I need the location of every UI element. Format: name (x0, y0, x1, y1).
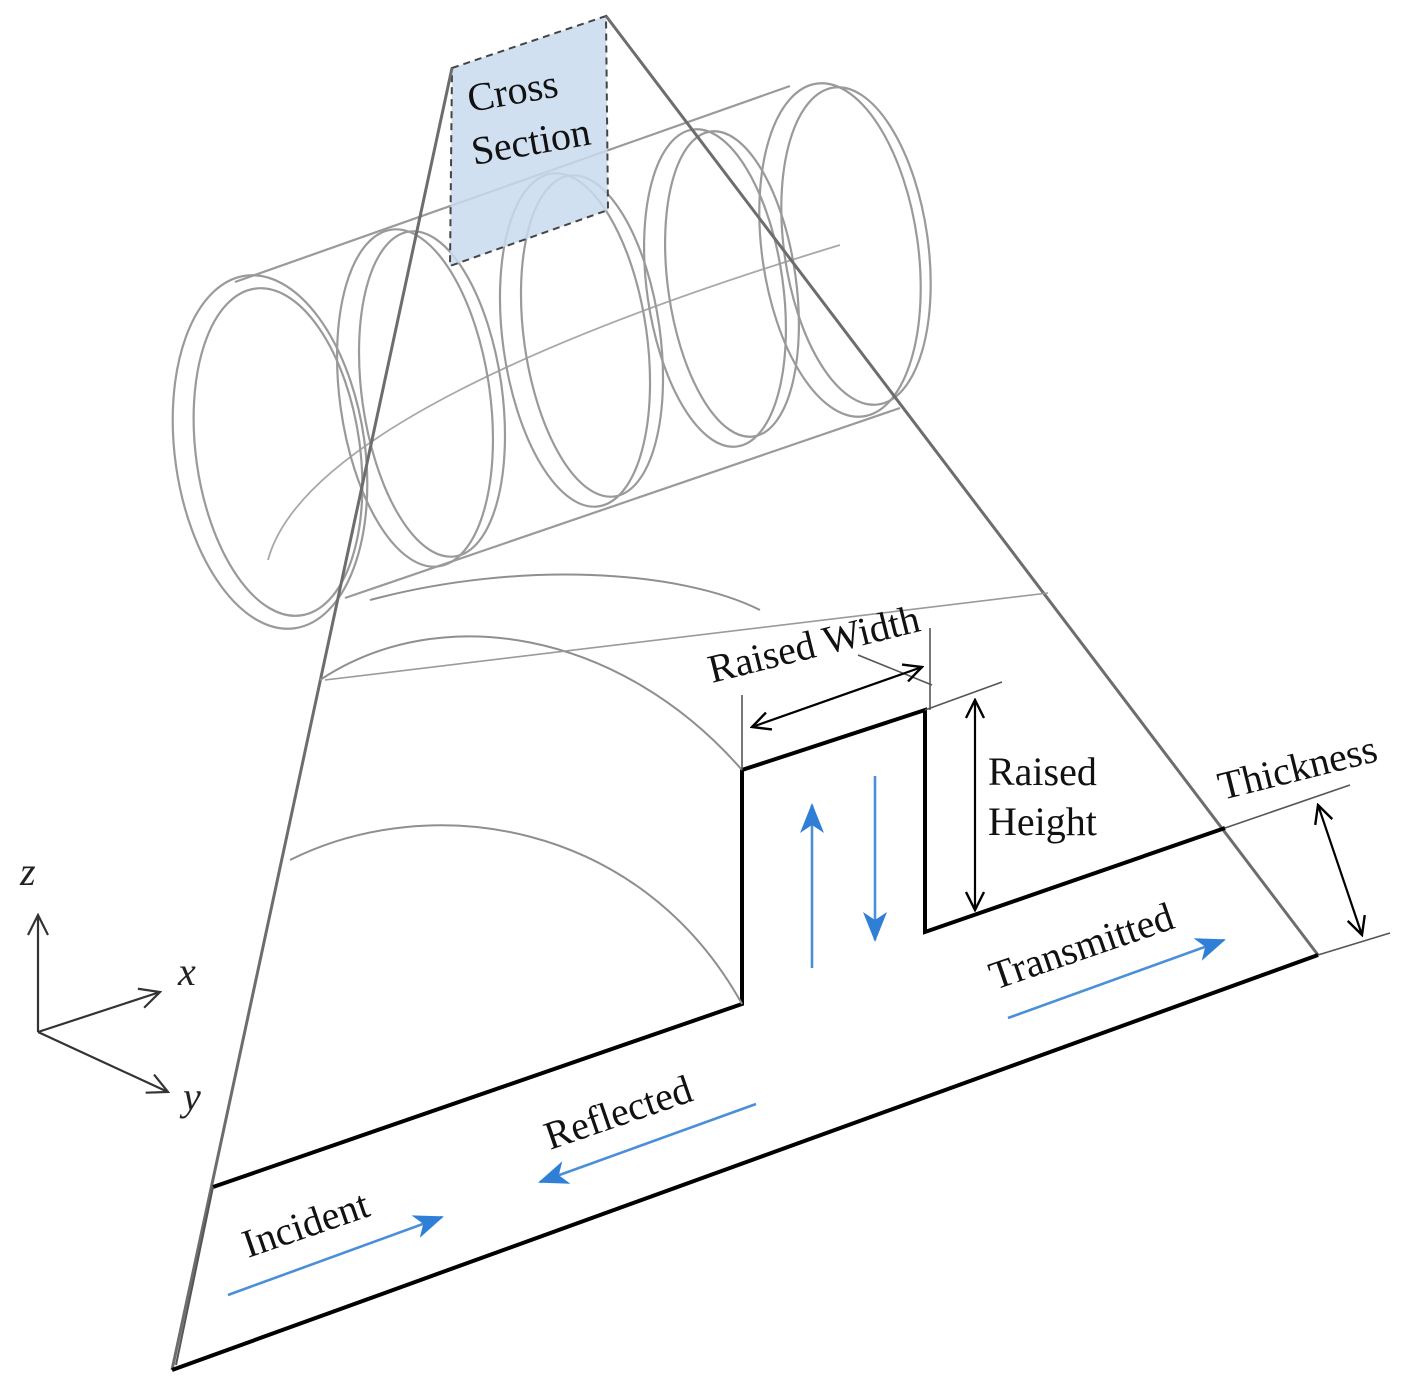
surface-curve-top (319, 635, 743, 771)
cross-section-plane (448, 14, 610, 268)
profile-outline (171, 707, 1319, 1372)
thickness-dimension (1224, 784, 1391, 956)
thickness-ext-bottom (1317, 932, 1391, 956)
transmitted-label: Transmitted (983, 893, 1179, 998)
surface-top-edge (324, 592, 1049, 681)
incident-arrow (227, 1215, 444, 1297)
left-edge-line (175, 1186, 214, 1366)
pipe-ring-1-inner (357, 230, 507, 558)
x-axis-arrow (37, 992, 160, 1034)
raised-width-ext-mid (857, 654, 933, 686)
reflected-arrow (538, 1102, 757, 1184)
pipe-ring-4-outer (758, 82, 922, 418)
surface-curve-bottom (289, 824, 743, 1005)
coordinate-axes (38, 915, 168, 1092)
pipe-bottom-edge (344, 406, 901, 600)
bottom-surface-line (171, 953, 1319, 1372)
z-axis-label: z (19, 849, 36, 894)
pipe-inner-line (267, 244, 841, 561)
zoom-line-right (604, 15, 1320, 956)
reflected-label: Reflected (538, 1066, 698, 1158)
x-axis-label: x (177, 949, 196, 994)
raised-height-label-line1: Raised (988, 749, 1097, 794)
incident-label: Incident (236, 1181, 375, 1266)
pipe-ring-3-inner (663, 130, 801, 438)
raised-height-ext-top (924, 681, 1003, 711)
raised-height-dimension (924, 681, 1003, 910)
transmitted-arrow (1007, 938, 1226, 1020)
pipe-end-inner (192, 287, 364, 617)
pipe-ring-4-inner (780, 86, 932, 406)
surface-curve-back (369, 573, 761, 611)
thickness-label: Thickness (1213, 726, 1381, 809)
raised-width-arrow (752, 667, 922, 727)
zoom-cone (170, 15, 1320, 1371)
thickness-ext-top (1224, 784, 1351, 829)
y-axis-label: y (179, 1074, 201, 1119)
wave-arrows (227, 776, 1226, 1297)
raised-height-label-line2: Height (988, 799, 1097, 844)
pipe-ring-1-outer (335, 228, 495, 568)
thickness-arrow (1318, 805, 1362, 935)
raised-profile-line (212, 707, 1226, 1189)
surface-curves (289, 573, 1049, 1005)
zoom-line-left (170, 67, 454, 1371)
y-axis-arrow (37, 1031, 168, 1092)
raised-width-dimension (741, 628, 933, 770)
pipe-end-outer (171, 274, 369, 630)
pipe (171, 82, 932, 630)
